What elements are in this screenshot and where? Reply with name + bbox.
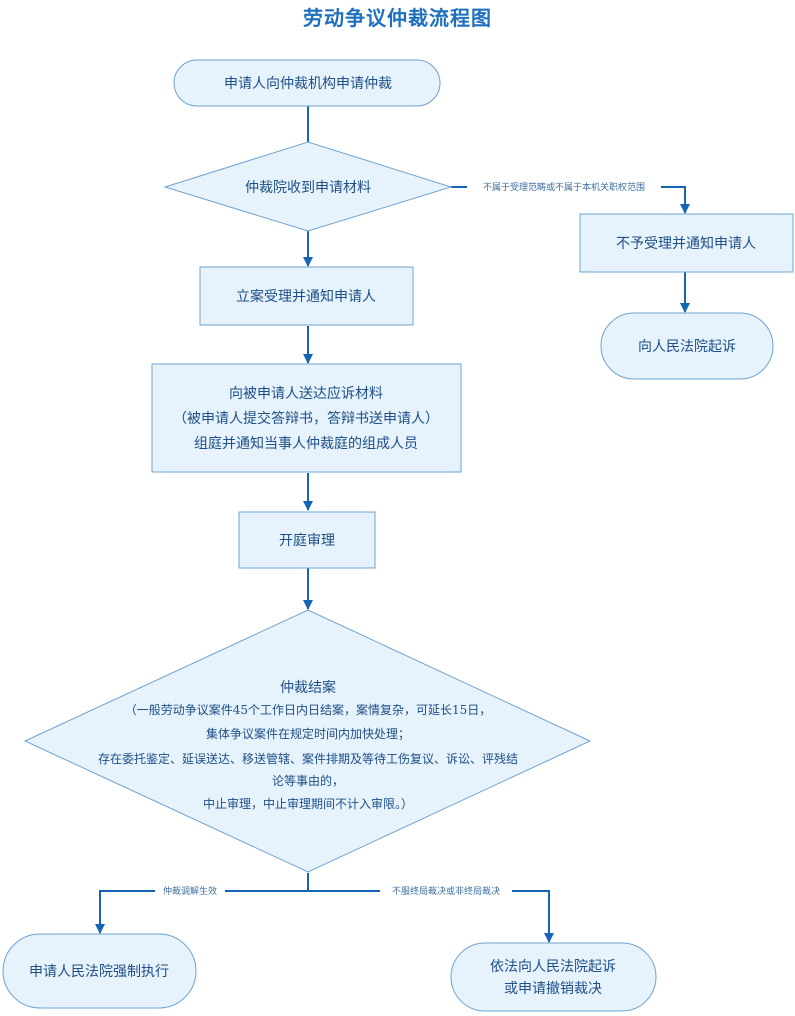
edge-label-disagree: 不服终局裁决或非终局裁决 bbox=[392, 885, 500, 897]
node-sue-court-2 bbox=[450, 942, 657, 1012]
node-not-accept-label: 不予受理并通知申请人 bbox=[616, 235, 756, 252]
node-receive-decision bbox=[163, 141, 453, 232]
node-hearing bbox=[238, 511, 376, 569]
node-start-label: 申请人向仲裁机构申请仲裁 bbox=[224, 76, 392, 92]
node-close-line4: 论等事由的， bbox=[272, 773, 344, 788]
node-hearing-label: 开庭审理 bbox=[279, 532, 335, 549]
node-close-line3: 存在委托鉴定、延误送达、移送管辖、案件排期及等待工伤复议、诉讼、评残结 bbox=[98, 751, 518, 766]
node-close-decision bbox=[23, 609, 592, 873]
node-close-line2: 集体争议案件在规定时间内加快处理； bbox=[206, 726, 410, 741]
node-close-line5: 中止审理，中止审理期间不计入审限。） bbox=[203, 796, 413, 811]
node-sue-court-1-label: 向人民法院起诉 bbox=[638, 339, 736, 355]
node-serve-line1: 向被申请人送达应诉材料 bbox=[229, 385, 383, 402]
page-title: 劳动争议仲裁流程图 bbox=[303, 6, 492, 30]
node-sue-court-2-line2: 或申请撤销裁决 bbox=[504, 981, 602, 997]
node-close-line1: （一般劳动争议案件45个工作日内日结案，案情复杂，可延长15日， bbox=[125, 702, 492, 717]
edge-label-out-of-scope: 不属于受理范畴或不属于本机关职权范围 bbox=[483, 181, 645, 193]
arrow-close-to-sue bbox=[308, 890, 554, 943]
node-serve-materials bbox=[151, 363, 462, 473]
arrow-close-to-enforce bbox=[95, 873, 309, 934]
node-accept-label: 立案受理并通知申请人 bbox=[236, 288, 376, 305]
node-serve-line3: 组庭并通知当事人仲裁庭的组成人员 bbox=[194, 435, 418, 452]
node-close-title: 仲裁结案 bbox=[280, 679, 336, 696]
edge-label-mediation: 仲裁调解生效 bbox=[163, 885, 217, 897]
node-accept bbox=[199, 266, 414, 326]
node-serve-line2: （被申请人提交答辩书，答辩书送申请人） bbox=[173, 410, 439, 427]
node-sue-court-1 bbox=[600, 312, 774, 380]
node-not-accept bbox=[579, 213, 794, 273]
node-enforce-label: 申请人民法院强制执行 bbox=[29, 964, 169, 980]
node-start bbox=[173, 59, 441, 107]
node-receive-label: 仲裁院收到申请材料 bbox=[245, 180, 371, 196]
node-sue-court-2-line1: 依法向人民法院起诉 bbox=[490, 959, 616, 975]
node-enforce bbox=[2, 933, 197, 1009]
